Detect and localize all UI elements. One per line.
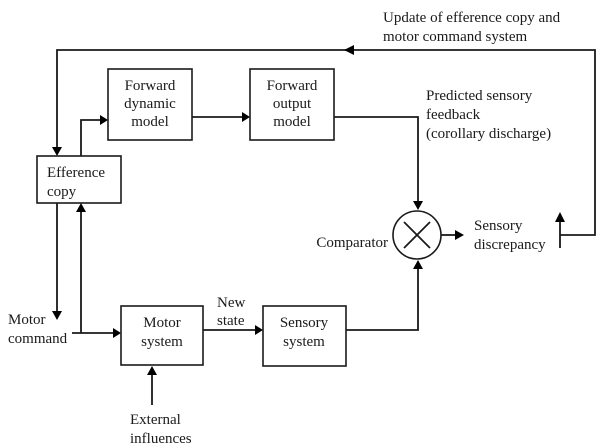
- external-influences-label-line-1: External: [130, 412, 181, 428]
- discrepancy-riser-arrowhead: [555, 212, 565, 222]
- motor-command-arrowhead: [52, 311, 62, 320]
- motor-system-bottom-arrowhead: [147, 366, 157, 375]
- forward-dynamic-input-arrowhead: [100, 115, 108, 125]
- efference-to-forward-dynamic-line: [80, 119, 100, 156]
- predicted-label-line-3: (corollary discharge): [426, 126, 551, 142]
- forward-dynamic-model-block: Forward dynamic model: [107, 68, 193, 141]
- sensory-system-line-1: Sensory: [280, 315, 329, 331]
- comparator-bottom-arrowhead: [413, 260, 423, 269]
- update-feedback-line: [56, 49, 596, 236]
- comparator-cross-icon-stroke-2: [403, 221, 431, 249]
- motor-system-line-1: Motor: [143, 315, 181, 331]
- predicted-feedback-line: [334, 116, 419, 202]
- comparator-block: [392, 210, 442, 260]
- forward-output-input-arrowhead: [242, 112, 250, 122]
- discrepancy-label-line-2: discrepancy: [474, 237, 546, 253]
- discrepancy-arrowhead: [455, 230, 464, 240]
- motor-system-block: Motor system: [120, 305, 204, 366]
- discrepancy-label-line-1: Sensory: [474, 218, 523, 234]
- motor-system-input-arrowhead: [113, 328, 121, 338]
- sensory-system-line-2: system: [283, 334, 325, 350]
- sensory-to-comparator-line: [346, 268, 419, 331]
- new-state-label-line-1: New: [217, 295, 245, 311]
- efference-copy-input-arrowhead: [52, 147, 62, 156]
- predicted-label-line-2: feedback: [426, 107, 481, 123]
- motor-command-label-line-1: Motor: [8, 312, 46, 328]
- new-state-label-line-2: state: [217, 313, 245, 329]
- efference-copy-block: Efference copy: [36, 155, 122, 204]
- efference-copy-line-2: copy: [47, 184, 77, 200]
- efference-copy-bottom-arrowhead: [76, 203, 86, 212]
- update-label-line-2: motor command system: [383, 29, 527, 45]
- forward-output-line-3: model: [273, 114, 311, 130]
- forward-output-line-1: Forward: [267, 78, 318, 94]
- update-line-arrowhead: [344, 45, 354, 55]
- forward-output-line-2: output: [273, 96, 312, 112]
- comparator-top-arrowhead: [413, 201, 423, 210]
- forward-dynamic-line-1: Forward: [125, 78, 176, 94]
- motor-system-line-2: system: [141, 334, 183, 350]
- comparator-label: Comparator: [316, 235, 388, 251]
- sensory-system-block: Sensory system: [262, 305, 347, 367]
- motor-command-label-line-2: command: [8, 331, 68, 347]
- efference-copy-line-1: Efference: [47, 165, 105, 181]
- forward-output-model-block: Forward output model: [249, 68, 335, 141]
- update-label-line-1: Update of efference copy and: [383, 10, 561, 26]
- predicted-label-line-1: Predicted sensory: [426, 88, 533, 104]
- external-influences-label-line-2: influences: [130, 431, 192, 447]
- forward-dynamic-line-2: dynamic: [124, 96, 176, 112]
- sensory-system-input-arrowhead: [255, 325, 263, 335]
- forward-dynamic-line-3: model: [131, 114, 169, 130]
